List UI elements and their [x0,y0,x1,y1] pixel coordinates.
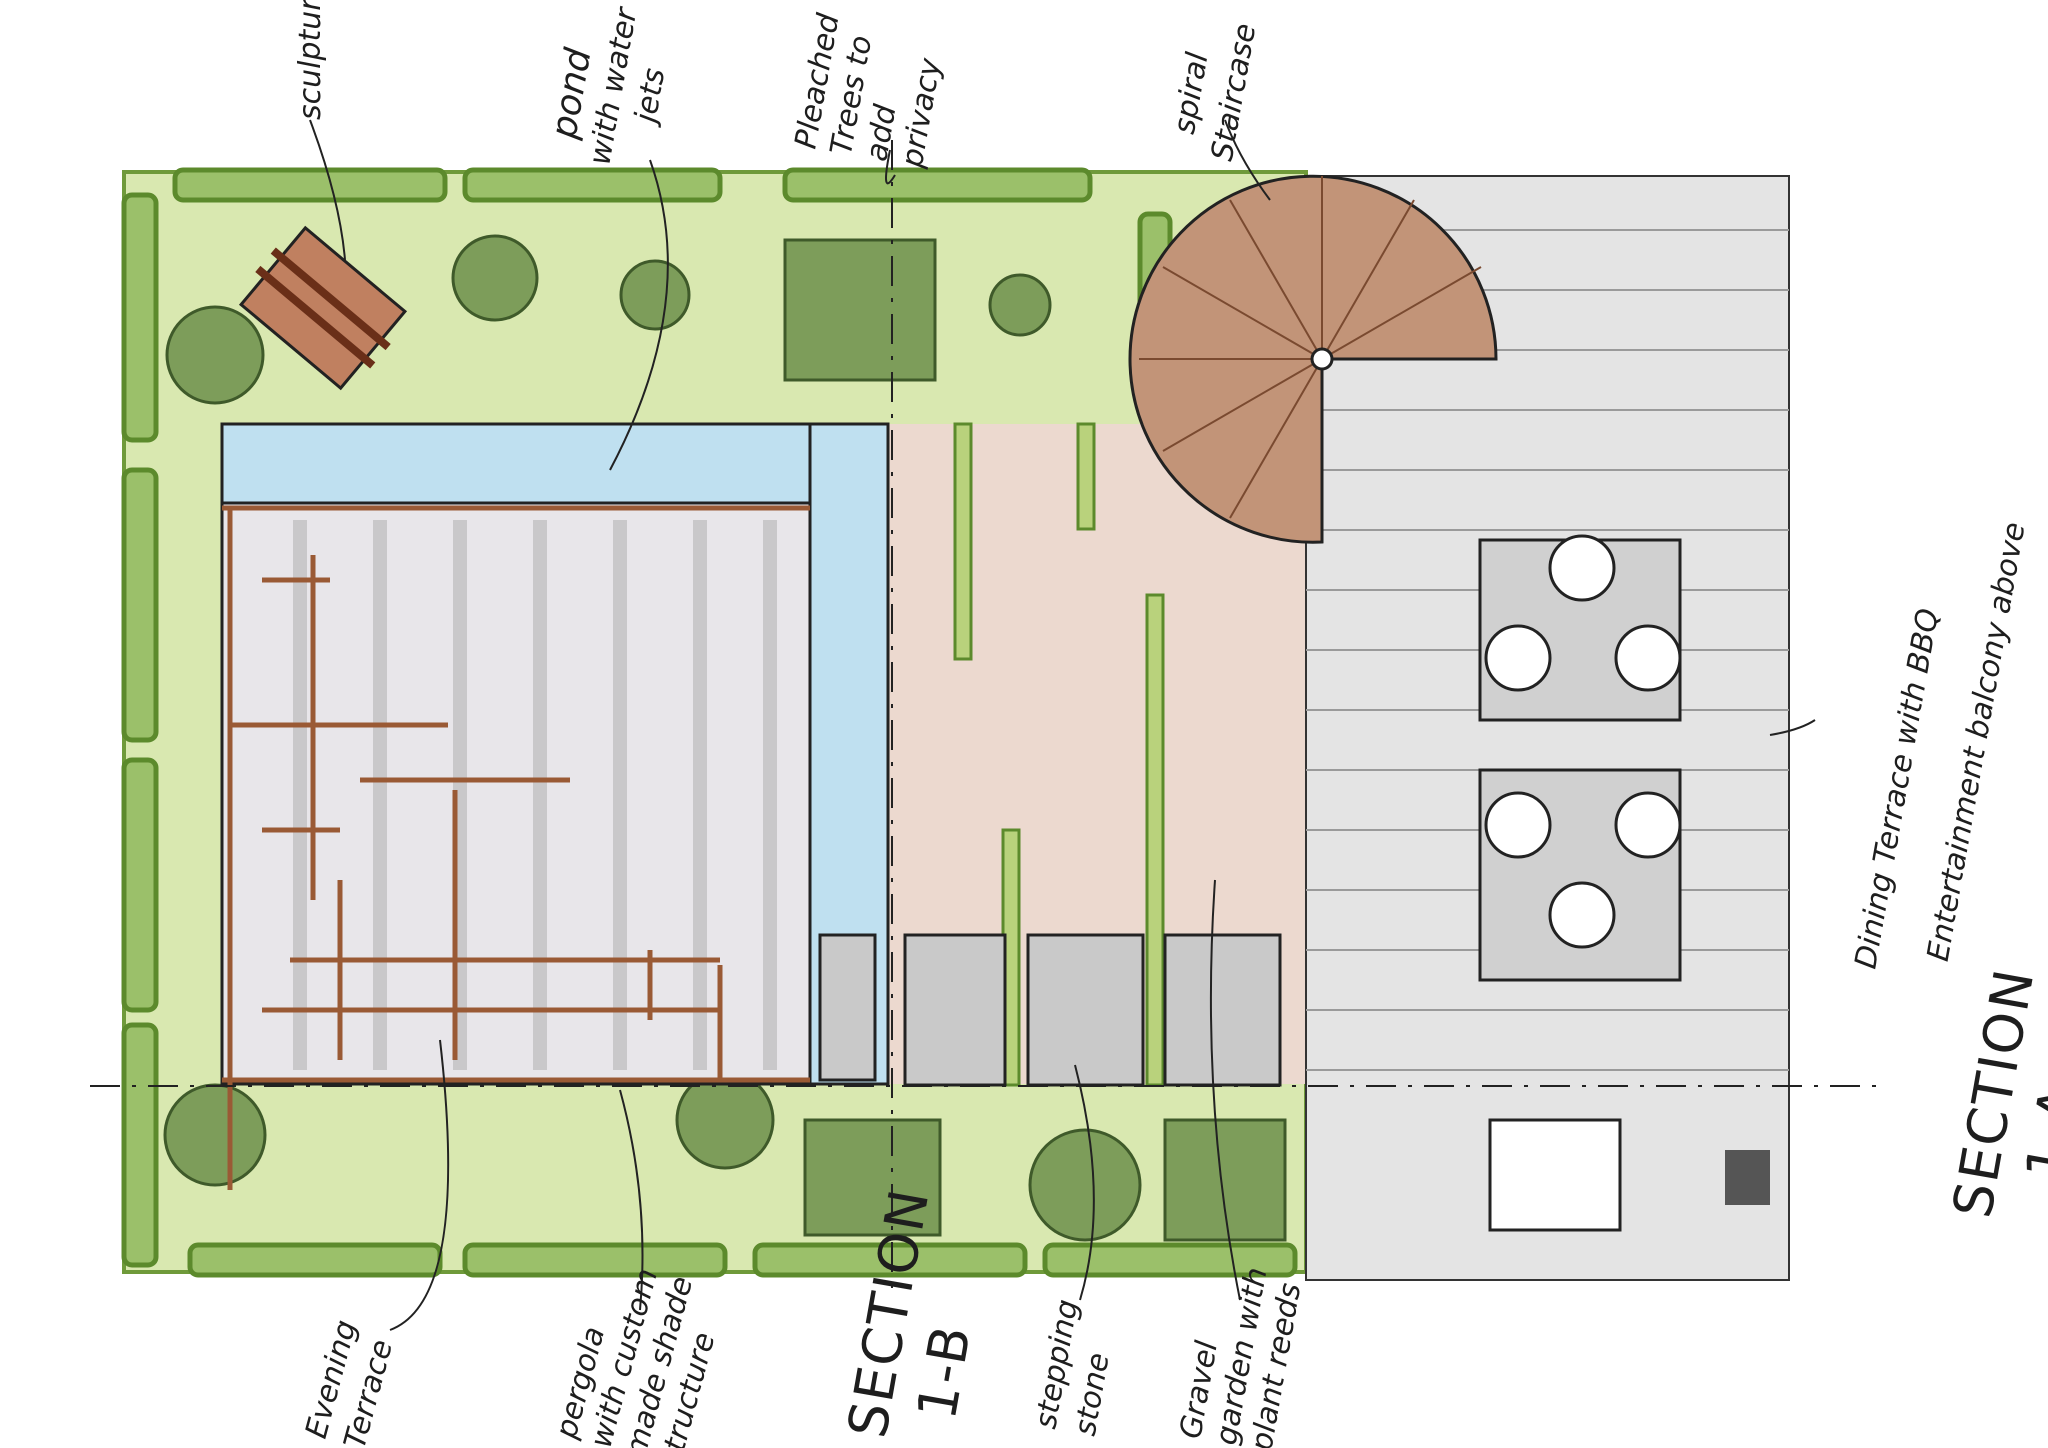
label-evening-terrace: Evening Terrace [299,1317,400,1448]
label-section-1b-line2: 1-B [905,1320,984,1424]
label-pleached-trees: Pleached Trees to add privacy [788,10,948,171]
pond [220,422,890,1086]
label-pergola: pergola with custom made shade structure [549,1265,723,1448]
dining-table-2 [1478,768,1682,982]
label-dining-line2: Entertainment balcony above [1921,520,2033,964]
label-pond: pond with water jets [543,4,673,168]
pergola-structure [222,505,810,1190]
label-sculpture: sculpture [293,0,328,120]
stepping-stones [903,933,1282,1087]
label-section-1a: SECTION 1-A [1941,963,2048,1222]
evening-terrace [220,501,812,1086]
sculpture [238,225,408,391]
label-spiral-line2: Staircase [1205,21,1264,164]
dining-table-1 [1478,534,1682,722]
label-spiral-staircase: spiral Staircase [1167,21,1264,164]
label-spiral-line1: spiral [1167,49,1216,137]
label-stepping-stone: stepping stone [1028,1297,1117,1438]
label-pond-line3: jets [628,66,673,129]
spiral-staircase [1128,174,1498,544]
label-stepping-line2: stone [1068,1350,1117,1438]
trees [163,234,1287,1242]
terrace-paving [293,520,777,1070]
label-dining-terrace: Dining Terrace with BBQ Entertainment ba… [1848,520,2033,972]
perimeter-hedges [121,167,1298,1278]
label-gravel-garden: Gravel garden with plant reeds [1173,1265,1308,1448]
bbq-grill [1725,1150,1770,1205]
leader-lines [309,119,1816,1331]
bbq [1488,1118,1622,1232]
plant-reeds [953,422,1165,1087]
